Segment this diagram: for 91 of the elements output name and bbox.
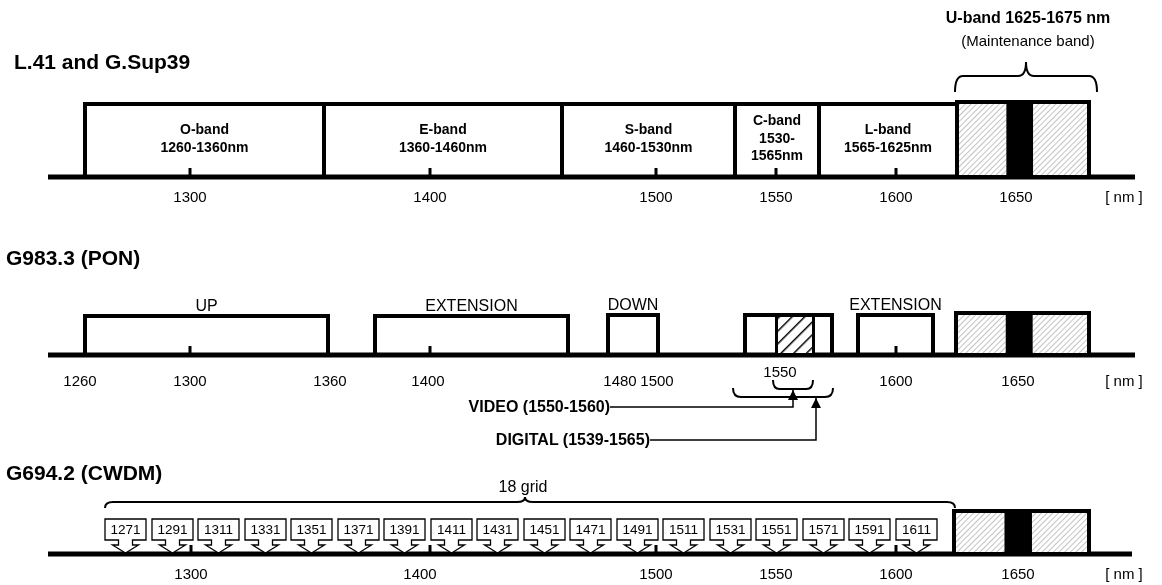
band-label: DOWN (607, 295, 659, 315)
band-label: 1260-1360nm (160, 138, 249, 156)
channel-callout (476, 518, 519, 554)
channel-callout (151, 518, 194, 554)
channel-label: 1431 (481, 521, 514, 539)
channel-label: 1591 (853, 521, 886, 539)
channel-label: 1271 (109, 521, 142, 539)
channel-label: 1551 (760, 521, 793, 539)
channel-callout (662, 518, 705, 554)
curly-bracket (772, 380, 814, 389)
maintenance-band-box (955, 100, 1091, 175)
leader-line (649, 397, 821, 441)
bracket-label: 18 grid (498, 477, 548, 497)
tick-label: 1550 (759, 188, 793, 206)
tick-label: 1300 (174, 565, 208, 583)
tick-label: 1650 (1001, 372, 1035, 390)
channel-callout (848, 518, 891, 554)
band-label: C-band (752, 112, 802, 130)
channel-label: 1331 (249, 521, 282, 539)
maintenance-band-box (952, 509, 1091, 552)
channel-callout (709, 518, 752, 554)
tick-label: 1500 (639, 188, 673, 206)
band-label: 1360-1460nm (399, 138, 487, 156)
tick-label: 1650 (999, 188, 1033, 206)
band-label: L-band (864, 121, 912, 139)
tick-label: [ nm ] (1105, 565, 1143, 583)
tick-label: 1400 (403, 565, 437, 583)
tick-label: 1400 (411, 372, 445, 390)
channel-label: 1531 (714, 521, 747, 539)
channel-label: 1511 (668, 521, 699, 539)
band-label: 1530- 1565nm (749, 129, 805, 165)
tick-label: 1600 (879, 188, 913, 206)
channel-callout (569, 518, 612, 554)
band-label: EXTENSION (425, 296, 518, 316)
tick-label: 1600 (879, 565, 913, 583)
section-heading: G983.3 (PON) (6, 245, 141, 271)
channel-callout (197, 518, 240, 554)
tick-label: 1300 (173, 372, 207, 390)
tick-label: 1500 (640, 372, 674, 390)
channel-callout (523, 518, 566, 554)
section-heading: G694.2 (CWDM) (6, 460, 163, 486)
tick-label: 1480 (603, 372, 637, 390)
channel-label: 1311 (203, 521, 234, 539)
channel-label: 1291 (156, 521, 189, 539)
channel-callout (802, 518, 845, 554)
channel-label: 1491 (621, 521, 654, 539)
channel-callout (244, 518, 287, 554)
band-label: E-band (419, 121, 467, 139)
tick-label: [ nm ] (1105, 372, 1143, 390)
channel-label: 1451 (528, 521, 561, 539)
tick-label: [ nm ] (1105, 188, 1143, 206)
channel-callout (383, 518, 426, 554)
curly-bracket (732, 388, 834, 397)
channel-callout (755, 518, 798, 554)
channel-callout (337, 518, 380, 554)
band-label: S-band (624, 121, 673, 139)
channel-label: 1391 (388, 521, 421, 539)
band-label: 1565-1625nm (844, 138, 932, 156)
channel-label: 1411 (436, 521, 467, 539)
tick-label: 1360 (313, 372, 347, 390)
tick-label: 1500 (639, 565, 673, 583)
leader-text: DIGITAL (1539-1565) (435, 430, 650, 450)
leader-line (609, 389, 798, 408)
band-label: O-band (180, 121, 229, 139)
section-heading: L.41 and G.Sup39 (14, 49, 191, 75)
band-box (743, 313, 834, 353)
channel-callout (895, 518, 938, 554)
tick-label: 1650 (1001, 565, 1035, 583)
tick-label: 1300 (173, 188, 207, 206)
channel-label: 1571 (807, 521, 840, 539)
leader-text: VIDEO (1550-1560) (395, 397, 610, 417)
band-note: (Maintenance band) (961, 32, 1095, 50)
channel-label: 1351 (295, 521, 328, 539)
tick-label: 1600 (879, 372, 913, 390)
tick-label: 1400 (413, 188, 447, 206)
channel-label: 1611 (901, 521, 932, 539)
tick-label: 1260 (63, 372, 97, 390)
channel-callout (430, 518, 473, 554)
band-label: EXTENSION (849, 295, 942, 315)
channel-callout (290, 518, 333, 554)
band-label: 1460-1530nm (604, 138, 693, 156)
band-title: U-band 1625-1675 nm (945, 8, 1111, 28)
channel-label: 1471 (574, 521, 607, 539)
channel-callout (616, 518, 659, 554)
band-label: UP (195, 296, 218, 316)
hatched-band (775, 317, 815, 353)
channel-label: 1371 (342, 521, 375, 539)
tick-label: 1550 (763, 363, 797, 381)
maintenance-band-box (954, 311, 1091, 353)
channel-callout (104, 518, 147, 554)
tick-label: 1550 (759, 565, 793, 583)
